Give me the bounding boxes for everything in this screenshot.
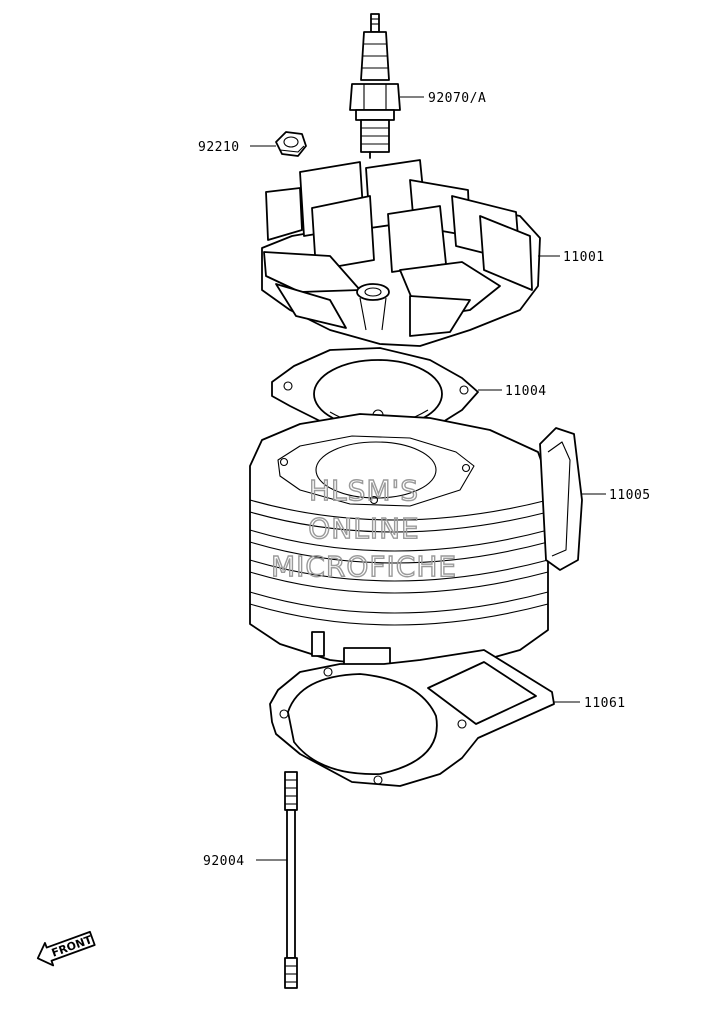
watermark-line-3: MICROFICHE: [271, 550, 457, 583]
part-label-11004: 11004: [505, 384, 547, 399]
part-label-11061: 11061: [584, 696, 626, 711]
watermark-line-2: ONLINE: [308, 512, 419, 545]
part-label-11005: 11005: [609, 488, 651, 503]
part-label-92070a: 92070/A: [428, 91, 486, 106]
cylinder-drawing[interactable]: [249, 413, 583, 679]
spark-plug-drawing[interactable]: [349, 13, 401, 159]
part-label-11001: 11001: [563, 250, 605, 265]
base-gasket-drawing[interactable]: [269, 649, 555, 787]
part-label-92210: 92210: [198, 140, 240, 155]
watermark-line-1: HLSM'S: [309, 474, 419, 507]
nut-drawing[interactable]: [275, 131, 307, 157]
front-arrow-icon: FRONT: [36, 930, 96, 967]
watermark: HLSM'S ONLINE MICROFICHE: [270, 473, 457, 583]
stud-drawing[interactable]: [284, 771, 298, 989]
front-label: FRONT: [50, 933, 94, 960]
part-label-92004: 92004: [203, 854, 245, 869]
cylinder-head-drawing[interactable]: [261, 159, 541, 347]
leader-lines: [250, 96, 606, 861]
